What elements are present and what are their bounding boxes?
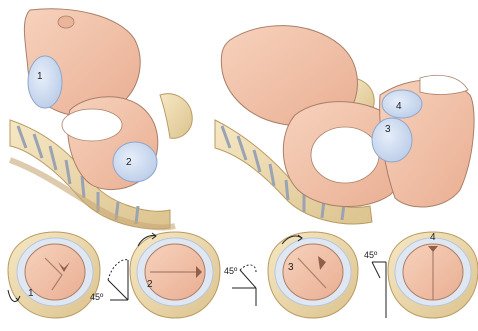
pelvis-view-2: 2 (130, 232, 220, 318)
head-white-region (62, 109, 122, 141)
angle-label-1: 45º (90, 292, 104, 302)
angle-indicator-3: 45º (364, 250, 386, 318)
pelvis-view-1: 1 45º (8, 232, 128, 318)
label-3-bottom: 3 (288, 262, 294, 273)
top-left-panel: 1 2 (10, 9, 192, 229)
region-4-right (382, 90, 422, 118)
ear-left (58, 16, 74, 28)
region-2-left (113, 142, 157, 182)
angle-label-3: 45º (364, 250, 378, 260)
region-3-right (372, 118, 412, 162)
label-4-bottom: 4 (430, 232, 436, 243)
white-region-right (420, 75, 468, 94)
label-2-bottom: 2 (147, 279, 153, 290)
pelvis-view-3: 3 (268, 232, 358, 318)
label-3-top: 3 (385, 124, 391, 135)
top-right-panel: 3 4 (215, 26, 474, 224)
pelvis-view-4: 4 (388, 232, 478, 318)
angle-indicator-2: 45º (224, 265, 256, 306)
region-1-left (28, 56, 62, 108)
angle-label-2: 45º (224, 266, 238, 276)
label-2-top: 2 (126, 157, 132, 168)
label-4-top: 4 (396, 101, 402, 112)
label-1-top: 1 (37, 71, 43, 82)
label-1-bottom: 1 (28, 288, 34, 299)
pubic-bone-left (160, 94, 192, 139)
head-white-region-right (311, 127, 379, 183)
